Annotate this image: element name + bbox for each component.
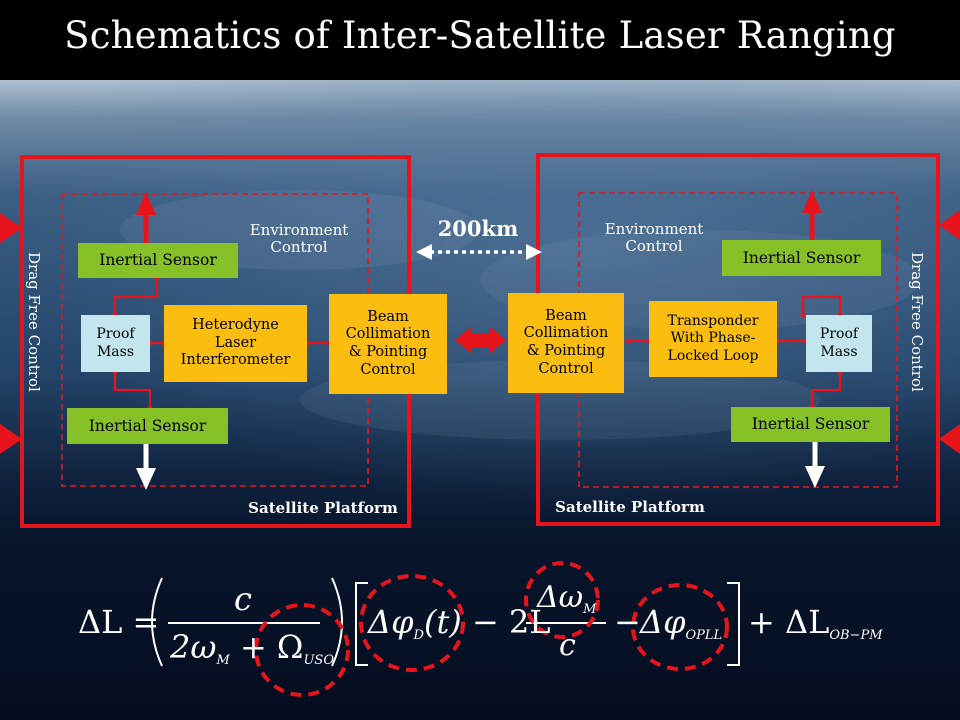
eq-denom-omega-sub: M bbox=[216, 653, 230, 668]
eq-delta-phi-opll: Δφ bbox=[640, 603, 686, 641]
eq-opll-sub: OPLL bbox=[685, 628, 723, 643]
right-down-arrow bbox=[805, 466, 825, 488]
left-environment-label: Environment Control bbox=[249, 221, 349, 256]
left-drag-free-label: Drag Free Control bbox=[25, 252, 43, 392]
transponder-pll: Transponder With Phase- Locked Loop bbox=[649, 301, 777, 377]
laser-link-arrow bbox=[455, 326, 506, 354]
page-title: Schematics of Inter-Satellite Laser Rang… bbox=[64, 14, 896, 57]
eq-opll-term: ΔφOPLL bbox=[640, 603, 722, 643]
eq-denom-uso-sub: USO bbox=[303, 653, 334, 668]
eq-denominator: 2ωM + ΩUSO bbox=[170, 628, 334, 668]
left-platform-label: Satellite Platform bbox=[248, 499, 398, 517]
title-bar bbox=[0, 0, 960, 80]
eq-time-arg: (t) bbox=[423, 603, 462, 641]
left-up-arrow bbox=[136, 192, 156, 215]
right-proof-mass: Proof Mass bbox=[806, 315, 872, 372]
eq-delta-omega: Δω bbox=[537, 580, 584, 615]
right-environment-label: Environment Control bbox=[604, 220, 704, 255]
right-inertial-sensor-top: Inertial Sensor bbox=[722, 240, 881, 276]
highlight-delta-omega bbox=[524, 561, 600, 639]
distance-label: 200km bbox=[437, 216, 519, 241]
right-up-arrow bbox=[802, 190, 822, 213]
left-thruster-top bbox=[0, 213, 22, 243]
eq-minus-2l: − 2L bbox=[471, 603, 551, 641]
right-drag-free-label: Drag Free Control bbox=[908, 252, 926, 392]
eq-lhs: ΔL = bbox=[78, 603, 160, 641]
highlight-doppler bbox=[359, 574, 465, 672]
right-inertial-sensor-bottom: Inertial Sensor bbox=[731, 407, 890, 442]
eq-frac-den: c bbox=[559, 628, 576, 663]
left-down-arrow bbox=[136, 468, 156, 490]
highlight-uso bbox=[254, 603, 350, 697]
eq-denom-omega: 2ω bbox=[170, 628, 217, 666]
eq-frac-num: ΔωM bbox=[537, 580, 596, 617]
left-beam-control: Beam Collimation & Pointing Control bbox=[329, 294, 447, 394]
right-environment-frame bbox=[578, 192, 898, 488]
left-inertial-sensor-bottom: Inertial Sensor bbox=[67, 408, 228, 444]
eq-bracket-terms: ΔφD(t) − 2L bbox=[368, 603, 551, 643]
left-inertial-sensor-top: Inertial Sensor bbox=[78, 243, 238, 278]
right-platform-label: Satellite Platform bbox=[555, 498, 705, 516]
eq-plus-delta-l: + ΔL bbox=[748, 603, 830, 641]
eq-minus: − bbox=[614, 603, 641, 641]
eq-numerator: c bbox=[234, 580, 252, 618]
eq-ob-pm-sub: OB−PM bbox=[829, 628, 883, 643]
highlight-opll bbox=[631, 583, 729, 671]
eq-ob-pm-term: + ΔLOB−PM bbox=[748, 603, 883, 643]
heterodyne-interferometer: Heterodyne Laser Interferometer bbox=[164, 305, 307, 382]
distance-arrow-left bbox=[416, 244, 432, 260]
right-thruster-top bbox=[939, 210, 960, 240]
eq-delta-phi-d-sub: D bbox=[413, 628, 424, 643]
eq-delta-omega-sub: M bbox=[583, 602, 597, 617]
left-thruster-bottom bbox=[0, 424, 22, 454]
eq-denom-plus-omega: + Ω bbox=[239, 628, 304, 666]
right-beam-control: Beam Collimation & Pointing Control bbox=[508, 293, 624, 393]
left-proof-mass: Proof Mass bbox=[81, 315, 150, 372]
distance-arrow-right bbox=[526, 244, 542, 260]
right-thruster-bottom bbox=[939, 424, 960, 454]
eq-delta-phi-d: Δφ bbox=[368, 603, 414, 641]
